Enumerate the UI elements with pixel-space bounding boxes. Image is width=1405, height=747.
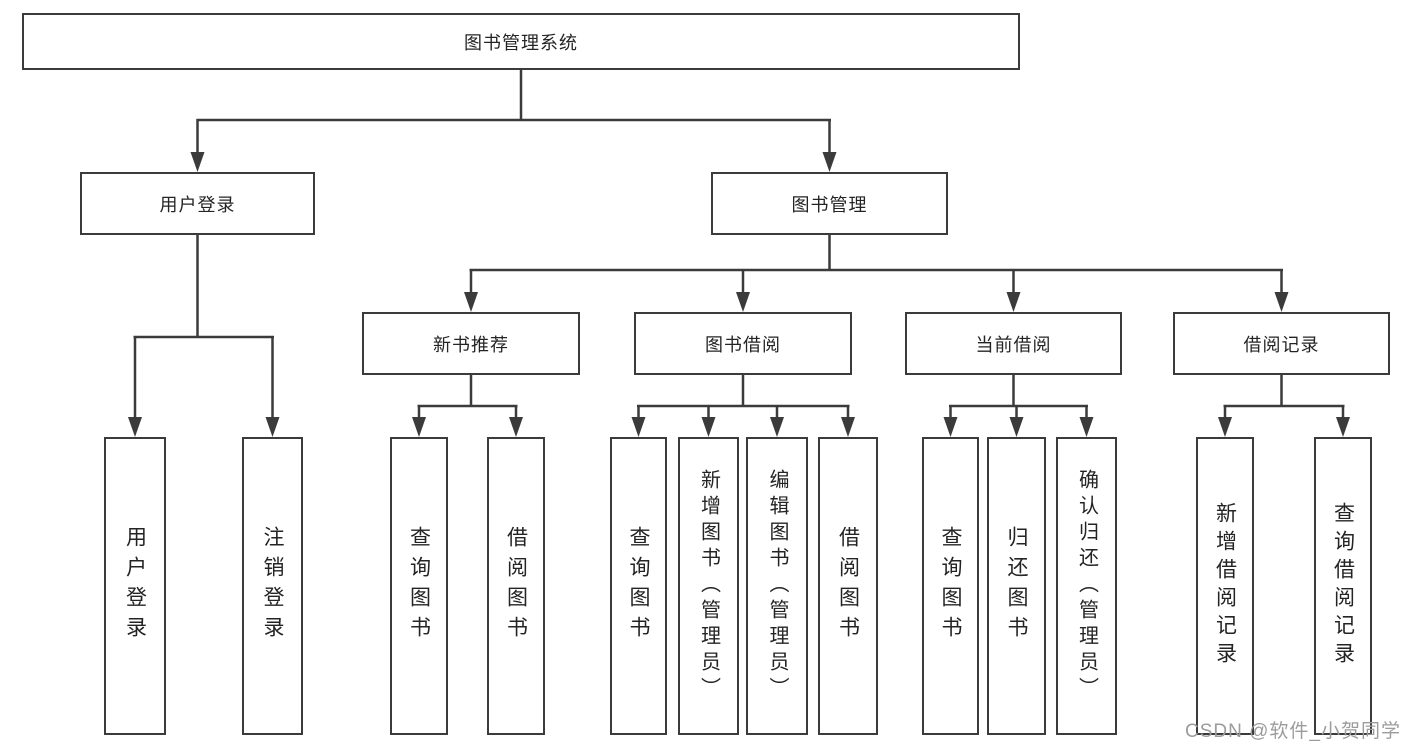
connector-borrow-records-children: [1218, 375, 1350, 437]
node-new-book-recommend: 新书推荐: [362, 312, 580, 375]
connector-book-borrow-children: [631, 375, 855, 437]
node-borrowing-records: 借阅记录: [1173, 312, 1390, 375]
csdn-watermark: CSDN @软件_小贺同学: [1185, 721, 1401, 742]
leaf-return-books: 归还图书: [987, 437, 1046, 735]
leaf-confirm-return-admin: 确认归还（管理员）: [1056, 437, 1117, 735]
leaf-query-books-recommend: 查询图书: [390, 437, 448, 735]
leaf-query-books-current: 查询图书: [922, 437, 979, 735]
leaf-add-books-admin: 新增图书（管理员）: [678, 437, 739, 735]
node-current-borrowing: 当前借阅: [905, 312, 1122, 375]
connector-new-books-children: [412, 375, 523, 437]
leaf-logout: 注销登录: [242, 437, 303, 735]
node-book-borrowing: 图书借阅: [634, 312, 852, 375]
connector-user-login-children: [128, 235, 280, 437]
leaf-query-books-borrowing: 查询图书: [610, 437, 667, 735]
leaf-edit-books-admin: 编辑图书（管理员）: [746, 437, 808, 735]
connector-root-to-level2: [190, 70, 837, 172]
leaf-borrow-books-recommend: 借阅图书: [487, 437, 545, 735]
leaf-query-borrow-record: 查询借阅记录: [1314, 437, 1372, 735]
connector-current-borrow-children: [943, 375, 1094, 437]
node-book-management: 图书管理: [711, 172, 948, 235]
node-system-root: 图书管理系统: [22, 13, 1020, 70]
node-user-login: 用户登录: [80, 172, 315, 235]
connector-book-mgmt-children: [464, 235, 1289, 312]
leaf-user-login: 用户登录: [104, 437, 166, 735]
leaf-add-borrow-record: 新增借阅记录: [1196, 437, 1254, 735]
leaf-borrow-books-borrowing: 借阅图书: [818, 437, 878, 735]
